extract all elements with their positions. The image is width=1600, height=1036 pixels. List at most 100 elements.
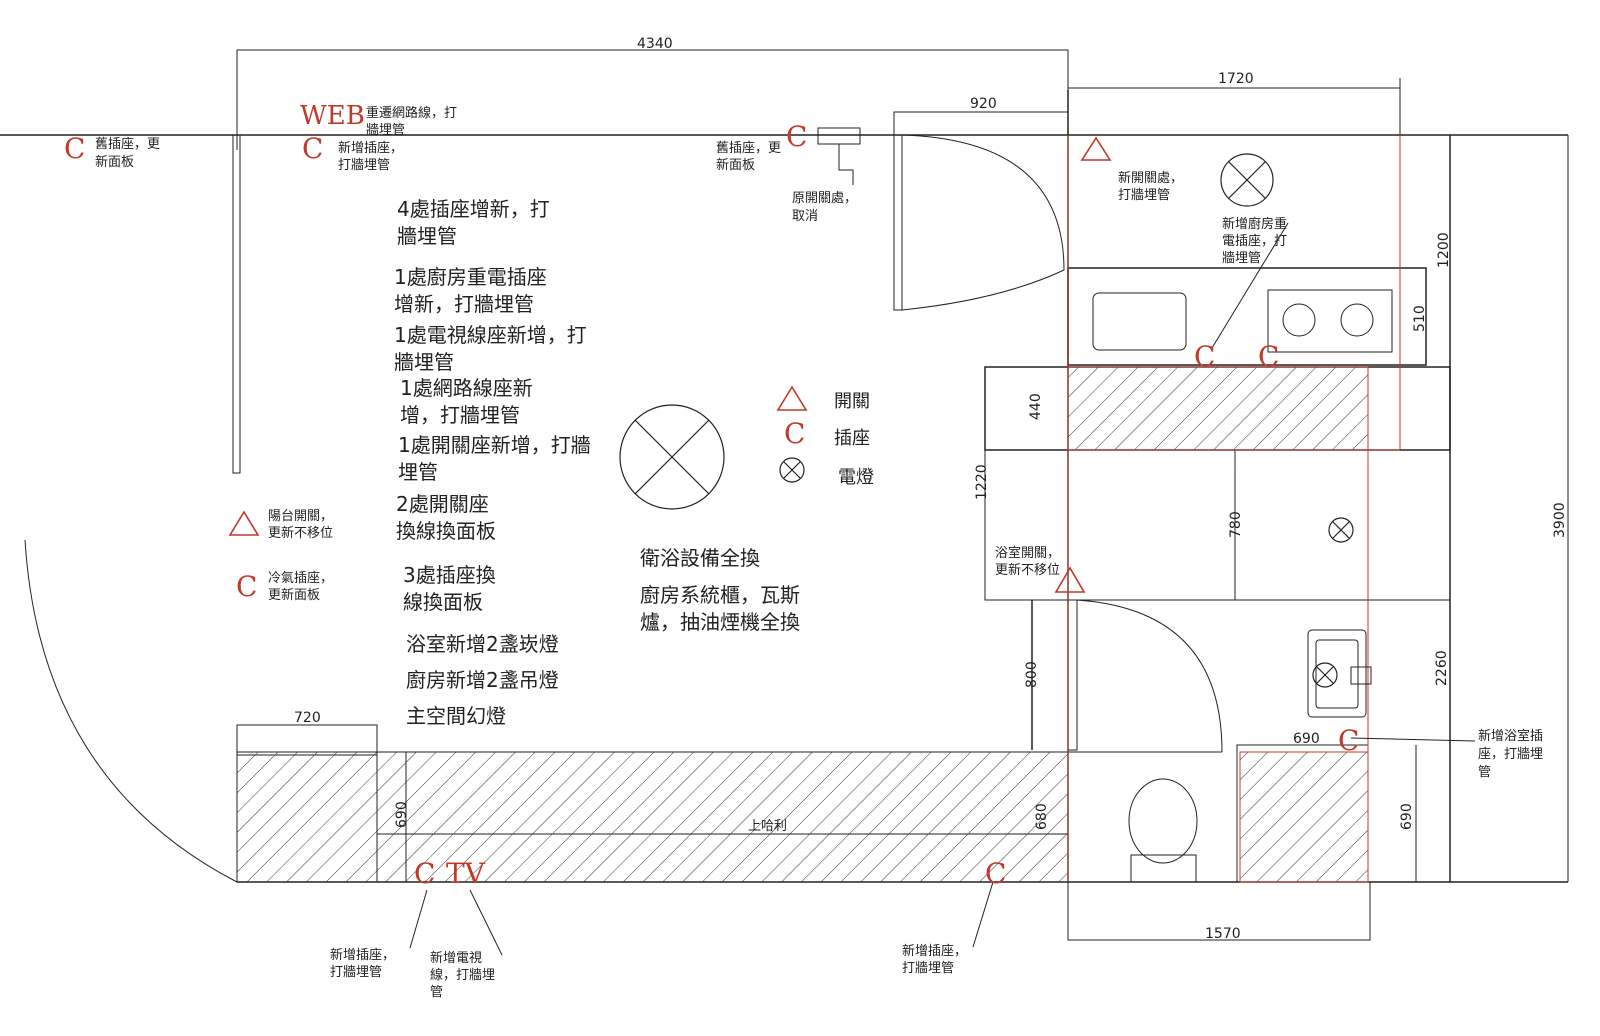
note-line: 新增插座， — [330, 947, 395, 963]
note-web: 重遷網路線，打 牆埋管 — [366, 105, 457, 138]
note-line: 管 — [430, 985, 443, 1000]
summary-line: 衛浴設備全換 — [640, 546, 760, 570]
summary-line: 廚房系統櫃，瓦斯 — [640, 583, 800, 607]
summary-notes: 4處插座增新，打 牆埋管 1處廚房重電插座 增新，打牆埋管 1處電視線座新增，打… — [394, 197, 800, 728]
note-line: 陽台開關， — [268, 509, 333, 524]
note-balcony-switch: 陽台開關， 更新不移位 — [268, 509, 333, 541]
note-line: 更新面板 — [268, 587, 320, 603]
summary-line: 2處開關座 — [396, 492, 489, 516]
red-guides — [1067, 135, 1401, 882]
legend-light-label: 電燈 — [838, 467, 874, 488]
switch-triangle-bath — [1054, 566, 1086, 593]
dim-bath-right: 2260 — [1434, 650, 1450, 686]
socket-symbol-bottom-right: C — [985, 857, 1006, 890]
note-tv: 新增電視 線，打牆埋 管 — [430, 950, 495, 1000]
socket-symbol-kitchen-2: C — [1258, 340, 1279, 373]
dimension-lines — [1068, 78, 1417, 882]
dim-bath-cab-h: 690 — [1399, 803, 1415, 830]
summary-line: 1處網路線座新 — [400, 376, 533, 400]
socket-symbol-top: C — [302, 132, 323, 165]
note-original-switch: 原開關處， 取消 — [792, 191, 857, 224]
note-line: 取消 — [792, 209, 818, 224]
note-line: 打牆埋管 — [338, 158, 390, 173]
dim-counter-depth: 510 — [1412, 305, 1428, 332]
tv-symbol: TV — [446, 857, 486, 890]
note-line: 打牆埋管 — [330, 965, 382, 980]
note-line: 舊插座，更 — [716, 141, 781, 156]
note-line: 打牆埋管 — [1118, 188, 1170, 203]
note-line: 牆埋管 — [366, 123, 405, 138]
socket-symbol-bath: C — [1338, 724, 1359, 757]
note-line: 新面板 — [95, 154, 134, 170]
socket-symbol-legend: C — [784, 417, 805, 450]
main-light — [619, 404, 725, 510]
dim-hatch-h: 440 — [1028, 393, 1044, 420]
summary-line: 線換面板 — [403, 590, 483, 614]
basin-light — [1312, 662, 1338, 688]
note-line: 座，打牆埋 — [1478, 747, 1543, 762]
summary-line: 1處廚房重電插座 — [394, 265, 547, 289]
bath-light — [1328, 517, 1354, 543]
note-new-switch: 新開關處， 打牆埋管 — [1118, 170, 1183, 203]
note-line: 新開關處， — [1118, 170, 1183, 186]
note-line: 牆埋管 — [1222, 251, 1261, 266]
switch-triangle-legend — [776, 385, 808, 411]
dim-door-width: 920 — [970, 96, 997, 112]
note-line: 冷氣插座， — [268, 571, 333, 586]
note-line: 舊插座，更 — [95, 137, 160, 152]
dim-right-total: 3900 — [1552, 502, 1568, 538]
note-bath-switch: 浴室開關， 更新不移位 — [995, 545, 1060, 578]
summary-line: 埋管 — [398, 460, 438, 484]
note-line: 電插座，打 — [1222, 234, 1287, 249]
legend: 開關 插座 電燈 — [834, 391, 874, 488]
note-line: 原開關處， — [792, 191, 857, 206]
dim-door-h: 800 — [1024, 661, 1040, 688]
note-new-socket-bl: 新增插座， 打牆埋管 — [330, 947, 395, 980]
summary-line: 換線換面板 — [396, 519, 496, 543]
dim-bath-cab-w: 690 — [1293, 731, 1320, 747]
note-line: 更新不移位 — [995, 562, 1060, 578]
note-ac-socket: 冷氣插座， 更新面板 — [268, 571, 333, 603]
summary-line: 增新，打牆埋管 — [394, 292, 534, 316]
legend-light-icon — [779, 457, 805, 483]
dim-shelf-w: 720 — [294, 710, 321, 726]
note-line: 線，打牆埋 — [430, 967, 495, 983]
note-line: 打牆埋管 — [902, 961, 954, 976]
summary-line: 增，打牆埋管 — [400, 403, 520, 427]
summary-line: 1處電視線座新增，打 — [394, 323, 587, 347]
legend-switch-label: 開關 — [834, 391, 870, 412]
switch-triangle-kitchen — [1080, 136, 1112, 161]
cabinet-label: 上哈利 — [748, 819, 787, 834]
socket-symbol-tv-wall: C — [414, 857, 435, 890]
note-line: 新增廚房重 — [1222, 216, 1287, 232]
socket-symbol-kitchen-1: C — [1194, 340, 1215, 373]
dim-bath-bottom: 1570 — [1205, 926, 1241, 942]
note-line: 新增插座， — [338, 140, 403, 156]
note-line: 更新不移位 — [268, 525, 333, 541]
note-line: 重遷網路線，打 — [366, 105, 457, 121]
summary-line: 浴室新增2盞崁燈 — [406, 632, 559, 656]
note-new-socket-br: 新增插座， 打牆埋管 — [902, 943, 967, 976]
dim-top-width: 4340 — [637, 36, 673, 52]
note-new-socket-top: 新增插座， 打牆埋管 — [338, 140, 403, 173]
dim-bottom-cab-r: 680 — [1034, 803, 1050, 830]
note-line: 管 — [1478, 765, 1491, 780]
summary-line: 4處插座增新，打 — [397, 197, 550, 221]
leader-lines — [409, 222, 1476, 956]
note-old-socket-mid: 舊插座，更 新面板 — [716, 141, 781, 173]
switch-triangle-balcony — [228, 510, 260, 536]
socket-symbol-ac: C — [236, 570, 257, 603]
legend-socket-label: 插座 — [834, 428, 870, 449]
dim-bottom-cab: 690 — [394, 801, 410, 828]
summary-line: 爐，抽油煙機全換 — [640, 610, 800, 634]
summary-line: 3處插座換 — [403, 563, 496, 587]
web-symbol: WEB — [300, 101, 365, 131]
dim-bath-h: 1220 — [974, 464, 990, 500]
summary-line: 牆埋管 — [397, 224, 457, 248]
note-line: 新面板 — [716, 157, 755, 173]
dim-shower: 780 — [1228, 511, 1244, 538]
note-old-socket-left: 舊插座，更 新面板 — [95, 137, 160, 170]
socket-symbol-hood: C — [786, 120, 807, 153]
dim-kitchen-h: 1200 — [1436, 232, 1452, 268]
